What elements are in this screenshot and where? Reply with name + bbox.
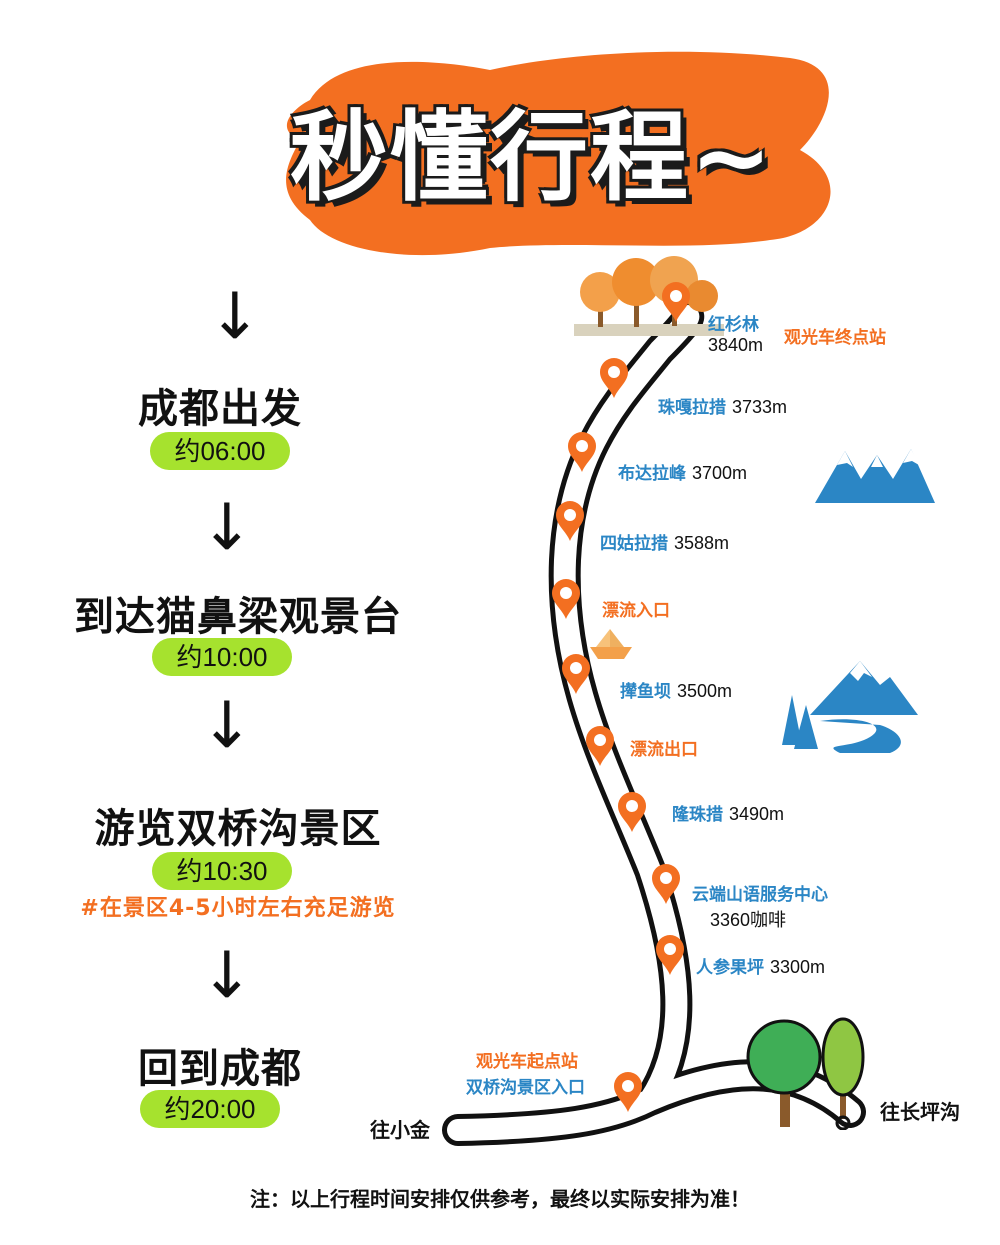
stop-altitude: 3700m xyxy=(692,463,748,483)
map-pin-dot xyxy=(570,662,582,674)
map-pin-dot xyxy=(622,1080,634,1092)
stop-altitude: 3490m xyxy=(729,804,785,824)
stop-name: 珠嘎拉措 xyxy=(658,398,726,418)
stop-name: 四姑拉措 xyxy=(600,534,668,554)
stop-altitude: 3588m xyxy=(674,533,730,553)
step-note-3: #在景区4-5小时左右充足游览 xyxy=(80,896,396,921)
page-title: 秒懂行程~ xyxy=(290,101,775,215)
stop-renshenguoping: 人参果坪 3300m xyxy=(696,953,825,978)
stop-rafting-exit: 漂流出口 xyxy=(630,740,698,760)
stop-name: 红杉林 xyxy=(708,315,759,335)
stop-hongshanlin-alt: 3840m xyxy=(702,335,763,356)
stop-zhugalacuo: 珠嘎拉措 3733m xyxy=(658,393,787,418)
stop-altitude: 3300m xyxy=(770,957,826,977)
stop-altitude: 3733m xyxy=(732,397,788,417)
stop-budalafeng: 布达拉峰 3700m xyxy=(618,459,747,484)
stop-name: 人参果坪 xyxy=(696,958,764,978)
tree-icon xyxy=(746,1017,865,1130)
map-pin-dot xyxy=(576,440,588,452)
arrow-down-icon: ↓ xyxy=(200,491,254,565)
map-pin-dot xyxy=(670,290,682,302)
arrow-down-icon: ↓ xyxy=(208,280,262,354)
footer-note: 注：以上行程时间安排仅供参考，最终以实际安排为准！ xyxy=(250,1187,750,1211)
step-title-4: 回到成都 xyxy=(138,1046,302,1092)
stop-name: 撵鱼坝 xyxy=(620,682,671,702)
map-pin-dot xyxy=(660,872,672,884)
stop-nianyuba: 撵鱼坝 3500m xyxy=(620,677,732,702)
stop-siguluacuo: 四姑拉措 3588m xyxy=(600,529,729,554)
autumn-trees-icon xyxy=(574,256,724,336)
arrow-down-icon: ↓ xyxy=(200,689,254,763)
paper-boat-icon xyxy=(590,629,632,659)
title-blob xyxy=(286,51,831,256)
stop-longzhucuo: 隆珠措 3490m xyxy=(672,800,784,825)
map-pin-dot xyxy=(608,366,620,378)
stop-name: 隆珠措 xyxy=(672,805,723,825)
stop-service-center-alt: 3360咖啡 xyxy=(704,906,786,932)
stop-tag-terminal: 观光车终点站 xyxy=(784,328,886,348)
map-pin-dot xyxy=(560,587,572,599)
step-time-3: 约10:30 xyxy=(152,852,292,890)
mountain-icon xyxy=(815,449,935,503)
map-pin-dot xyxy=(564,509,576,521)
stop-rafting-entry: 漂流入口 xyxy=(602,601,670,621)
stop-altitude: 3840m xyxy=(708,335,764,355)
step-title-2: 到达猫鼻梁观景台 xyxy=(74,594,402,640)
direction-left: 往小金 xyxy=(370,1118,430,1142)
map-pin-dot xyxy=(594,734,606,746)
step-time-1: 约06:00 xyxy=(150,432,290,470)
mountain-river-icon xyxy=(782,661,918,753)
stop-hongshanlin: 红杉林 xyxy=(708,310,759,335)
direction-right: 往长坪沟 xyxy=(880,1100,960,1124)
map-pin-dot xyxy=(626,800,638,812)
stop-entrance: 双桥沟景区入口 xyxy=(466,1078,585,1098)
stop-service-center: 云端山语服务中心 xyxy=(692,885,828,905)
step-title-3: 游览双桥沟景区 xyxy=(94,806,382,852)
step-time-2: 约10:00 xyxy=(152,638,292,676)
stop-altitude: 3360咖啡 xyxy=(710,910,787,930)
map-pin-dot xyxy=(664,943,676,955)
arrow-down-icon: ↓ xyxy=(200,939,254,1013)
stop-altitude: 3500m xyxy=(677,681,733,701)
step-time-4: 约20:00 xyxy=(140,1090,280,1128)
stop-tag-start: 观光车起点站 xyxy=(476,1052,578,1072)
stop-name: 布达拉峰 xyxy=(618,464,686,484)
step-title-1: 成都出发 xyxy=(138,386,302,432)
